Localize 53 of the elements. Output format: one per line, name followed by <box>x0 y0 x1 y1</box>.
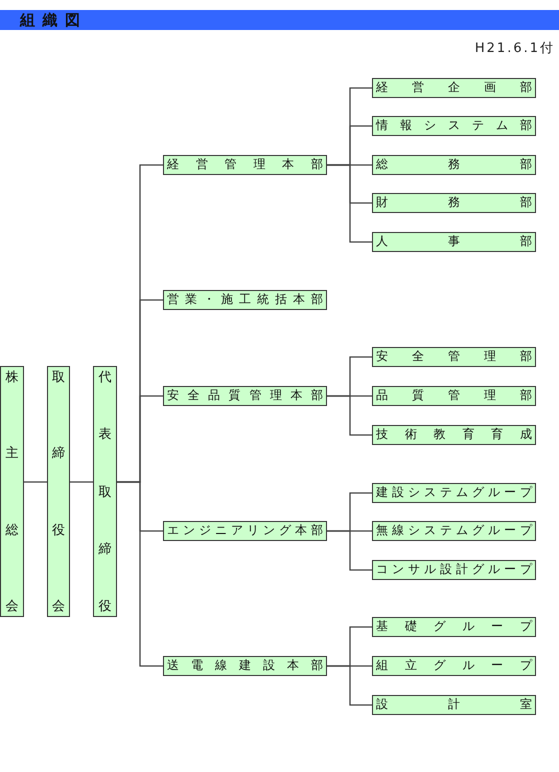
org-name: エンジニアリング本部 <box>167 522 323 539</box>
org-box <box>372 521 536 541</box>
org-box <box>372 560 536 580</box>
org-box <box>372 483 536 503</box>
connector-line <box>327 530 372 571</box>
org-name: 代表取締役 <box>98 370 112 614</box>
org-name: 設計室 <box>376 696 532 713</box>
org-name: 技術教育育成 <box>376 426 532 443</box>
org-name: 建設システムグループ <box>376 484 532 501</box>
org-name: 総務部 <box>376 156 532 173</box>
connector-line <box>327 665 372 706</box>
org-box <box>372 617 536 637</box>
date-label: H21.6.1付 <box>474 41 555 57</box>
org-name: 営業・施工統括本部 <box>167 291 323 308</box>
org-name: 送電線建設本部 <box>167 657 323 674</box>
org-name: 財務部 <box>376 194 532 211</box>
connector-line <box>24 481 47 483</box>
connector-line <box>327 395 372 436</box>
org-box <box>93 366 117 617</box>
title: 組織図 <box>20 11 80 29</box>
org-box <box>0 366 24 617</box>
org-box <box>372 347 536 367</box>
org-box <box>372 656 536 676</box>
org-name: 人事部 <box>376 233 532 250</box>
org-box <box>163 290 327 310</box>
org-box <box>372 155 536 175</box>
org-name: 安全管理部 <box>376 348 532 365</box>
org-box <box>372 116 536 136</box>
org-name: 株主総会 <box>4 370 20 614</box>
org-box <box>372 695 536 715</box>
org-name: 経営管理本部 <box>167 156 323 173</box>
org-box <box>372 232 536 252</box>
org-box <box>47 366 70 617</box>
org-box <box>163 386 327 406</box>
org-name: 安全品質管理本部 <box>167 387 323 404</box>
org-box <box>372 386 536 406</box>
org-box <box>372 425 536 445</box>
org-name: 基礎グループ <box>376 618 532 635</box>
connector-line <box>117 481 163 667</box>
connector-line <box>70 481 93 483</box>
org-name: コンサル設計グループ <box>376 561 532 578</box>
org-name: 品質管理部 <box>376 387 532 404</box>
org-box <box>163 521 327 541</box>
org-name: 経営企画部 <box>376 79 532 96</box>
org-name: 無線システムグループ <box>376 522 532 539</box>
connector-line <box>327 164 372 243</box>
org-name: 取締役会 <box>51 370 66 614</box>
org-name: 組立グループ <box>376 657 532 674</box>
org-box <box>163 656 327 676</box>
org-box <box>163 155 327 175</box>
org-box <box>372 78 536 98</box>
org-name: 情報システム部 <box>376 117 532 134</box>
org-box <box>372 193 536 213</box>
